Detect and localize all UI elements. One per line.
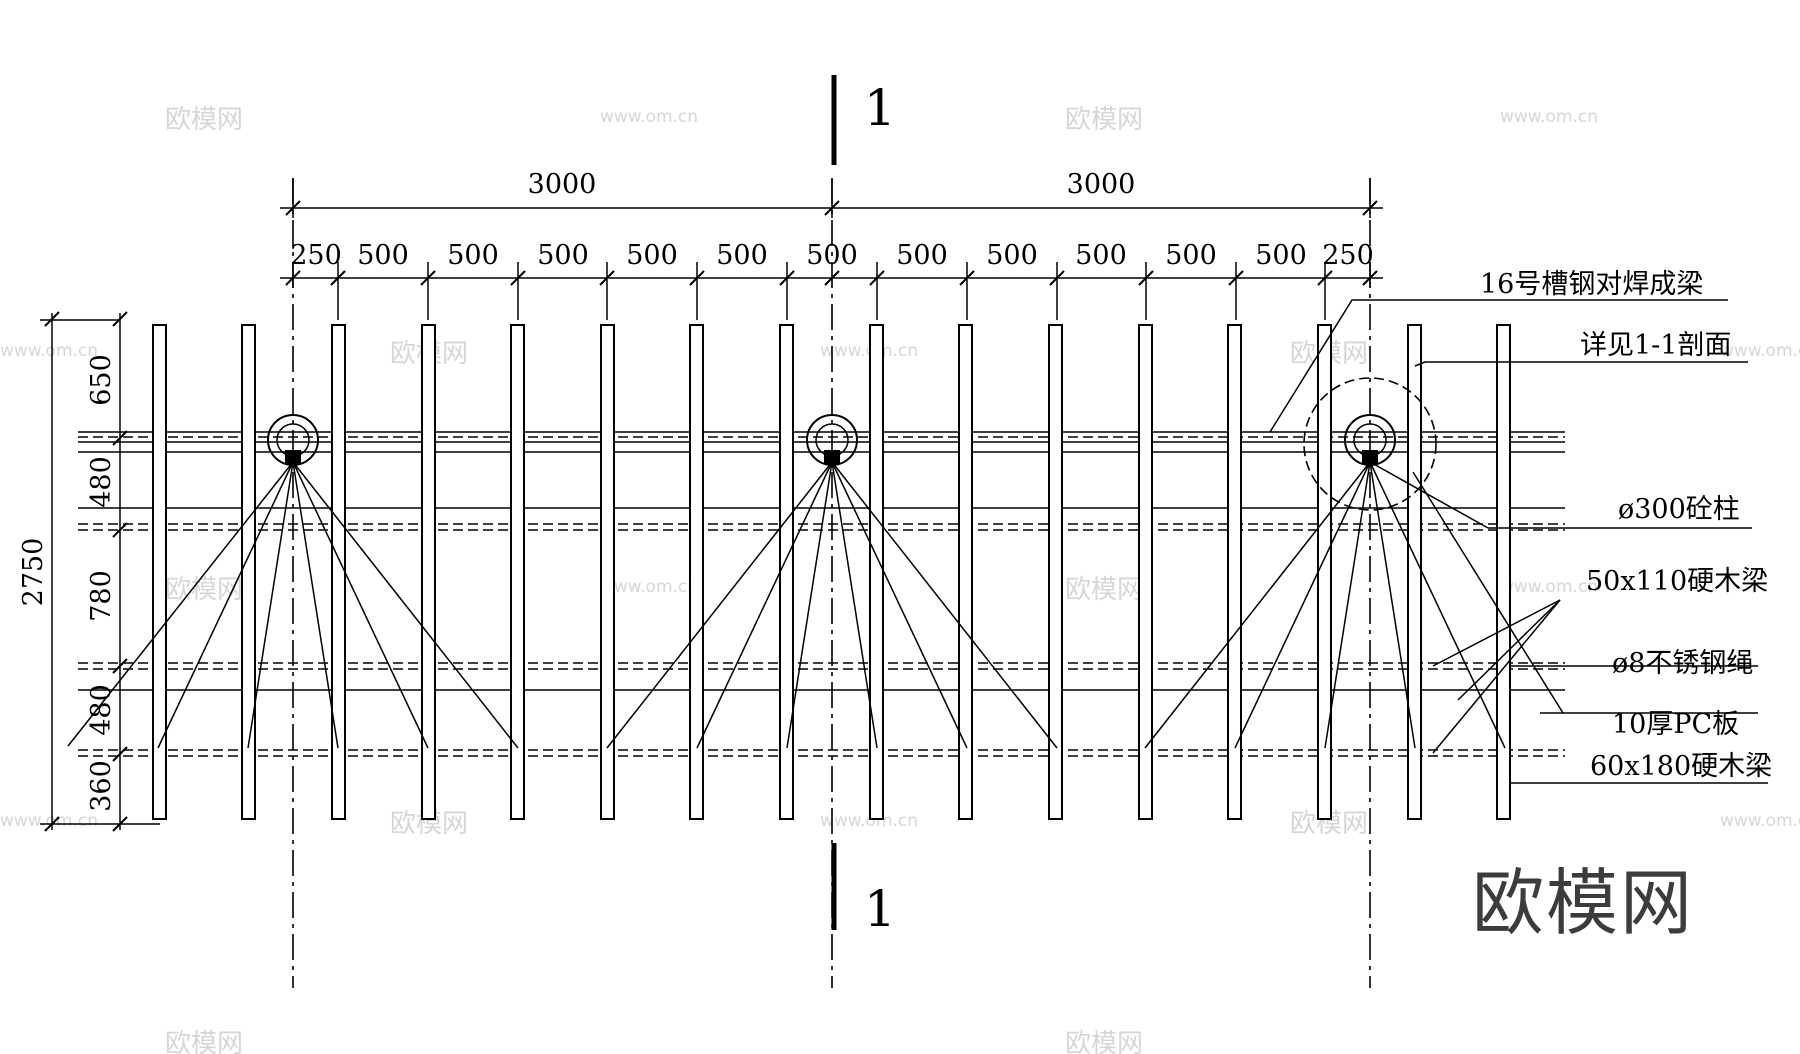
dimension-text: 500 (537, 240, 589, 271)
dimension-text: 500 (716, 240, 768, 271)
detail-circle (1303, 377, 1437, 511)
dimension-text: 500 (806, 240, 858, 271)
watermark-brand: 欧模网 (165, 1029, 243, 1054)
dimension-text: 650 (86, 354, 117, 406)
watermark-url: www.om.cn (820, 811, 918, 831)
section-marks: 1 1 (831, 75, 896, 938)
timber-member (1138, 324, 1153, 820)
side-dimensions: 2750 650 480 780 480 360 (18, 311, 160, 832)
top-dimensions: 3000 3000 250 500 500 500 500 500 500 50… (280, 169, 1383, 320)
dimension-text: 3000 (1067, 169, 1136, 200)
dimension-text: 480 (86, 684, 117, 736)
watermark-url: www.om.cn (1500, 577, 1598, 597)
leader-line (1269, 299, 1728, 433)
timber-member (421, 324, 436, 820)
dimension-text: 780 (86, 570, 117, 622)
dimension-text: 2750 (18, 538, 49, 607)
watermark-brand: 欧模网 (165, 105, 243, 135)
timber-member (1227, 324, 1242, 820)
leader-line (1432, 599, 1561, 754)
leader-line (1414, 361, 1748, 367)
timber-member (958, 324, 973, 820)
watermark-url: www.om.cn (1720, 341, 1800, 361)
cable-fan (67, 461, 519, 749)
vertical-members (152, 324, 1511, 820)
timber-member (1048, 324, 1063, 820)
leader-line (1432, 599, 1561, 667)
watermark-logo: 欧模网 (1472, 861, 1694, 945)
timber-member (1407, 324, 1422, 820)
dimension-text: 360 (86, 760, 117, 812)
timber-member (510, 324, 525, 820)
dimension-text: 480 (86, 456, 117, 508)
dimension-text: 500 (626, 240, 678, 271)
watermark-brand: 欧模网 (1065, 1029, 1143, 1054)
leader-line (1412, 471, 1564, 714)
dimension-text: 500 (1255, 240, 1307, 271)
callout-label: 16号槽钢对焊成梁 (1480, 269, 1703, 300)
watermark-url: www.om.cn (1500, 107, 1598, 127)
column (1344, 414, 1396, 466)
callout-label: 50x110硬木梁 (1586, 566, 1768, 597)
callout-label: 10厚PC板 (1612, 709, 1739, 740)
callout-label: 详见1-1剖面 (1580, 330, 1731, 361)
callout-label: ø300砼柱 (1618, 494, 1740, 525)
watermark-url: www.om.cn (600, 107, 698, 127)
dimension-text: 500 (1165, 240, 1217, 271)
watermark-brand: 欧模网 (1065, 105, 1143, 135)
cable-fan (1144, 461, 1506, 749)
dimension-text: 3000 (528, 169, 597, 200)
callout-label: 60x180硬木梁 (1590, 751, 1772, 782)
dimension-text: 250 (290, 240, 342, 271)
dimension-text: 500 (357, 240, 409, 271)
concrete-columns (267, 377, 1437, 511)
timber-member (152, 324, 167, 820)
timber-member (1496, 324, 1511, 820)
dimension-text: 500 (447, 240, 499, 271)
callout-leaders (1269, 299, 1768, 784)
dimension-text: 250 (1322, 240, 1374, 271)
watermark-url: www.om.cn (600, 577, 698, 597)
stainless-cables (67, 461, 1506, 749)
watermark-url: www.om.cn (0, 341, 98, 361)
timber-member (331, 324, 346, 820)
callout-labels: 16号槽钢对焊成梁 详见1-1剖面 ø300砼柱 50x110硬木梁 ø8不锈钢… (1480, 269, 1772, 782)
section-label-top: 1 (864, 79, 896, 137)
section-label-bottom: 1 (864, 880, 896, 938)
dimension-text: 500 (896, 240, 948, 271)
timber-member (241, 324, 256, 820)
watermark-url: www.om.cn (1720, 811, 1800, 831)
timber-member (600, 324, 615, 820)
dimension-text: 500 (1075, 240, 1127, 271)
timber-member (689, 324, 704, 820)
watermark-brand: 欧模网 (1065, 575, 1143, 605)
leader-line (1457, 599, 1561, 701)
watermark-brand: 欧模网 (165, 575, 243, 605)
callout-label: ø8不锈钢绳 (1612, 648, 1753, 679)
timber-member (869, 324, 884, 820)
cable-fan (606, 461, 1058, 749)
sub-dimension-ticks (285, 262, 1378, 320)
timber-member (1317, 324, 1332, 820)
timber-member (779, 324, 794, 820)
dimension-text: 500 (986, 240, 1038, 271)
watermark-url: www.om.cn (0, 811, 98, 831)
